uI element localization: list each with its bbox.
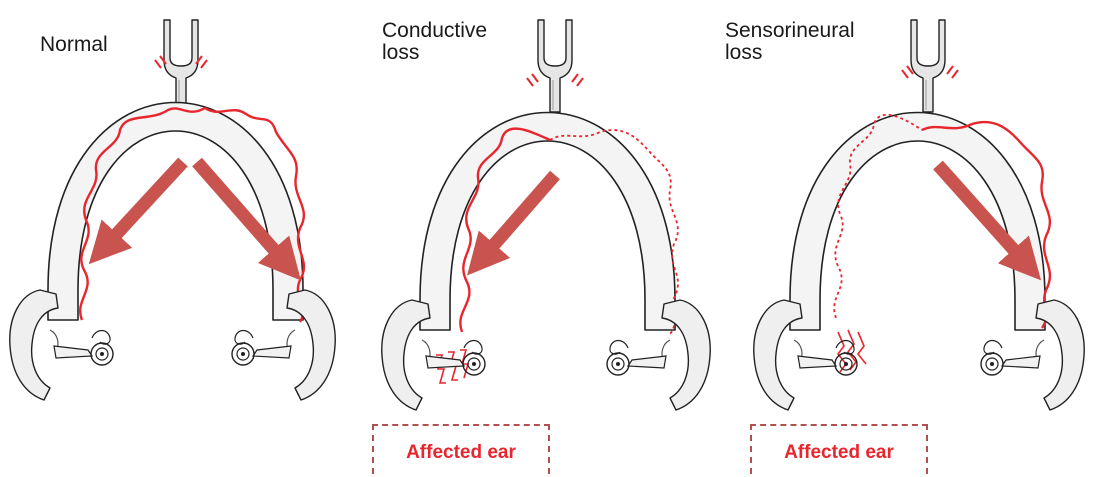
panel-conductive-loss — [382, 20, 710, 410]
headband — [790, 113, 1045, 331]
tuning-fork-icon — [911, 20, 945, 112]
panel-label-normal: Normal — [40, 34, 108, 56]
affected-ear-callout-sensorineural: Affected ear — [750, 424, 928, 474]
affected-ear-label: Affected ear — [752, 442, 926, 464]
panel-sensorineural-loss — [754, 20, 1084, 410]
affected-ear-label: Affected ear — [374, 442, 548, 464]
panel-label-sensorineural-loss: Sensorineural loss — [725, 20, 855, 64]
panel-normal — [10, 20, 335, 400]
tuning-fork-icon — [538, 20, 572, 112]
arrow-icon — [100, 162, 183, 252]
panel-label-conductive-loss: Conductive loss — [382, 20, 487, 64]
affected-ear-callout-conductive: Affected ear — [372, 424, 550, 474]
arrow-icon — [478, 175, 555, 263]
headband — [420, 113, 675, 331]
tuning-fork-icon — [164, 20, 198, 112]
